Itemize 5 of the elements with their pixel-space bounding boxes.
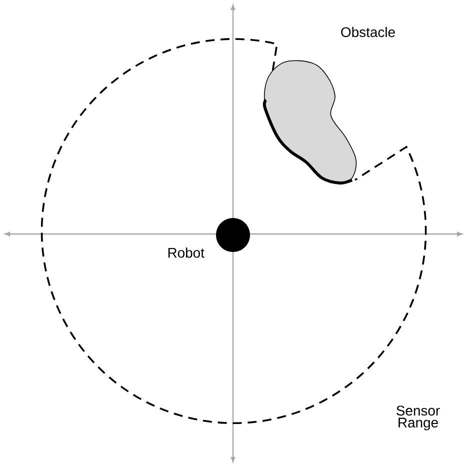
obstacle-shape xyxy=(262,60,357,184)
robot-circle xyxy=(216,218,250,252)
node-label: Obstacle xyxy=(341,26,395,38)
node-label: Robot xyxy=(168,248,204,258)
sensor-range-label: Sensor Range xyxy=(396,406,440,430)
